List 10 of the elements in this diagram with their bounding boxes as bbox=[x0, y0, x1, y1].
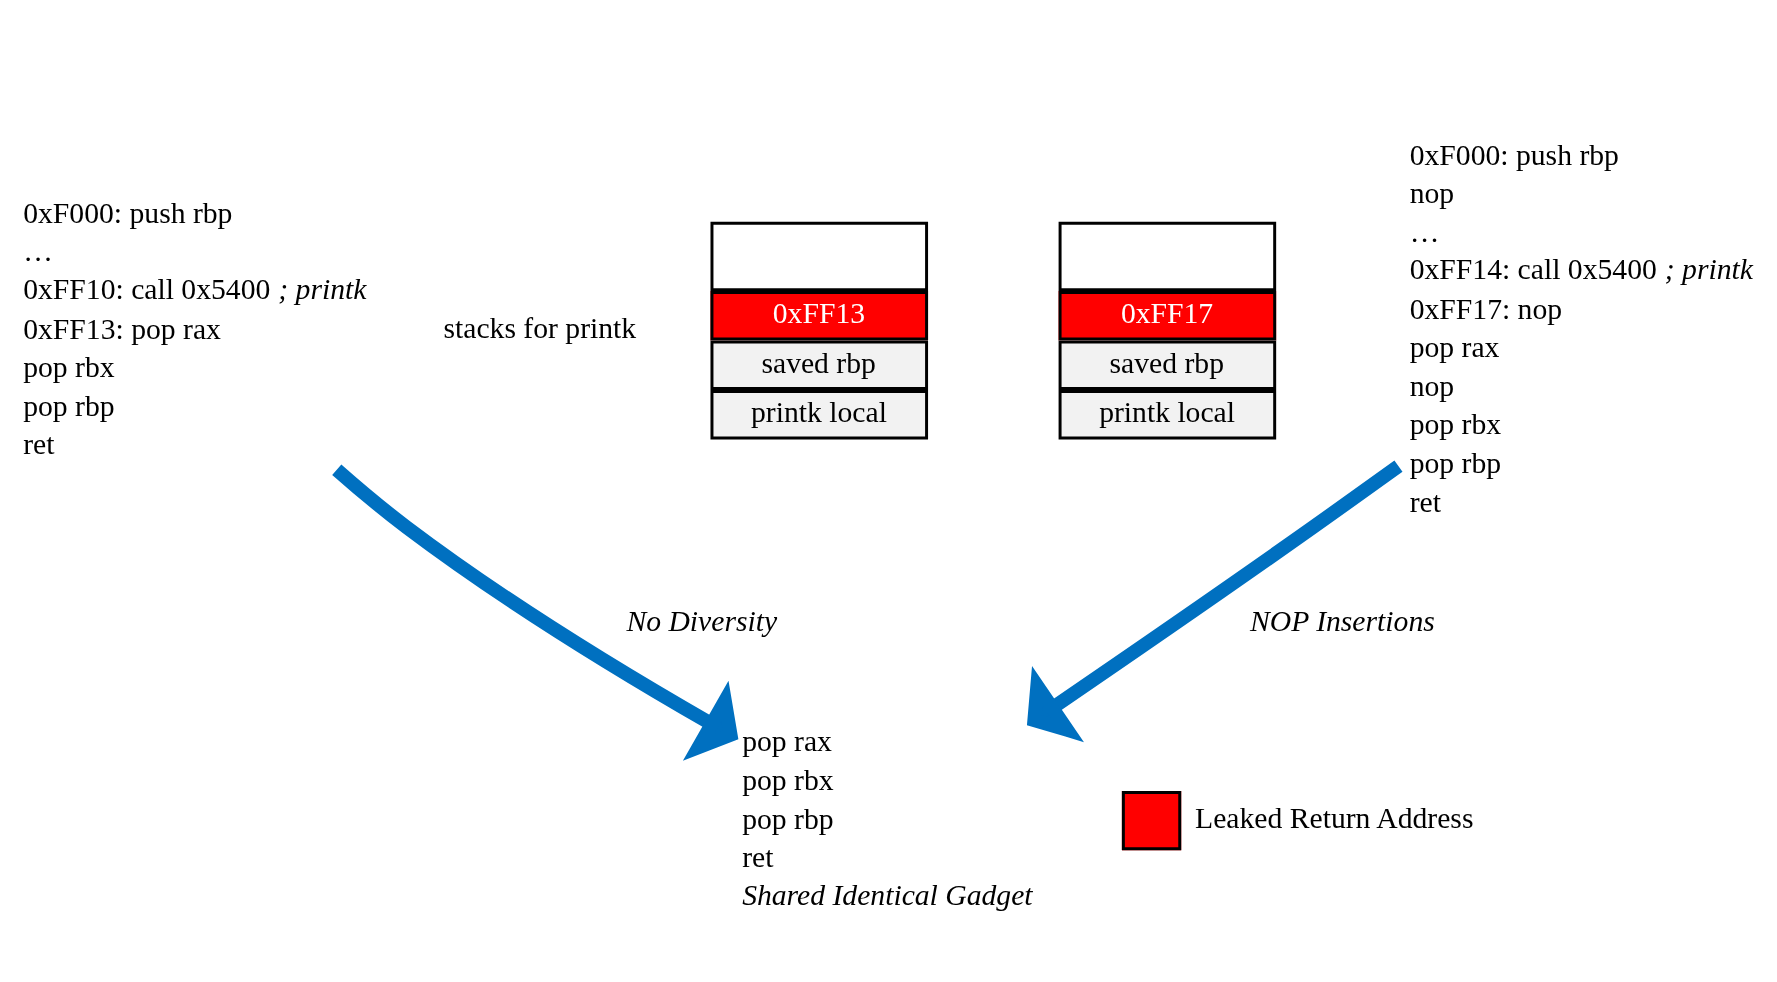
legend-label: Leaked Return Address bbox=[1195, 801, 1474, 834]
edge-label: No Diversity bbox=[626, 604, 778, 637]
arrow bbox=[1026, 459, 1403, 742]
arrow bbox=[332, 464, 739, 761]
edge-label: NOP Insertions bbox=[1249, 604, 1435, 637]
node-text: 0xF000: push rbp nop … 0xFF14: call 0x5400 ; printk 0xFF17: nop pop rax nop pop rbx pop rbp ret bbox=[1409, 138, 1753, 518]
node-text: pop rax pop rbx pop rbp ret bbox=[742, 724, 834, 873]
label: stacks for printk bbox=[443, 311, 637, 344]
node-text: 0xF000: push rbp … 0xFF10: call 0x5400 ; printk 0xFF13: pop rax pop rbx pop rbp ret bbox=[23, 196, 367, 460]
node-label: Shared Identical Gadget bbox=[742, 878, 1033, 911]
